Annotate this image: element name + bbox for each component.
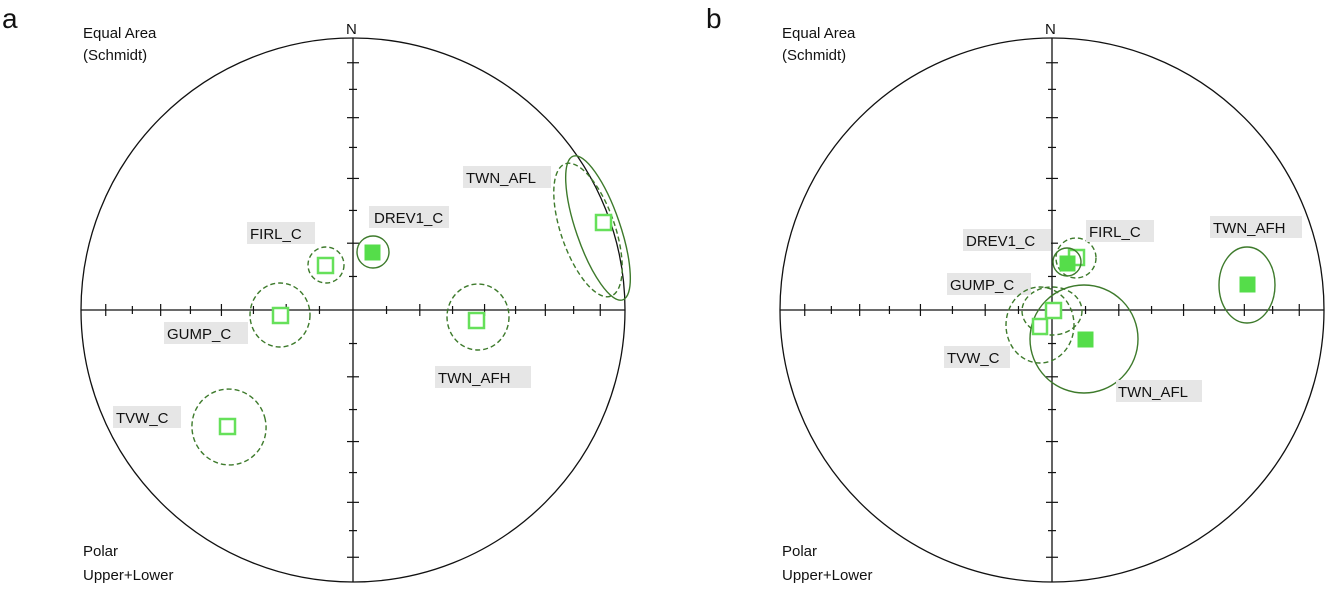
panel-b: b Equal Area (Schmidt) N Polar Upper+Low… xyxy=(706,3,1325,584)
site-cone-dashed xyxy=(307,246,345,284)
panel-b-site-drev1-c: DREV1_C xyxy=(963,229,1082,277)
site-cone-solid xyxy=(356,235,390,269)
site-mean-marker xyxy=(1239,276,1256,293)
site-label-background xyxy=(463,166,551,188)
site-mean-marker xyxy=(467,311,486,330)
site-label: TWN_AFL xyxy=(1118,384,1188,401)
site-label: TWN_AFL xyxy=(466,170,536,187)
site-cone-dashed xyxy=(1005,286,1075,364)
site-label: TVW_C xyxy=(947,350,1000,367)
site-mean-marker xyxy=(218,417,237,436)
panel-a-hemisphere-label: Upper+Lower xyxy=(83,567,173,584)
panel-b-site-gump-c: GUMP_C xyxy=(947,273,1083,336)
site-mean-marker xyxy=(594,213,613,232)
site-label-background xyxy=(963,229,1051,251)
site-label-background xyxy=(947,273,1031,295)
panel-a-polar-label: Polar xyxy=(83,543,118,560)
panel-b-north-label: N xyxy=(1045,21,1056,38)
site-mean-marker xyxy=(1031,317,1049,336)
site-label-background xyxy=(1116,380,1202,402)
site-label: DREV1_C xyxy=(374,210,443,227)
panel-b-projection-subtitle: (Schmidt) xyxy=(782,47,846,64)
panel-b-site-twn-afl: TWN_AFL xyxy=(1029,284,1202,402)
site-mean-marker xyxy=(1059,255,1076,272)
site-mean-marker xyxy=(364,244,381,261)
panel-a-north-label: N xyxy=(346,21,357,38)
panel-b-polar-label: Polar xyxy=(782,543,817,560)
panel-b-site-tvw-c: TVW_C xyxy=(944,286,1075,368)
site-mean-marker xyxy=(316,256,335,275)
panel-b-tick-marks xyxy=(804,62,1300,558)
site-mean-marker xyxy=(1077,331,1094,348)
panel-a-site-twn-afl: TWN_AFL xyxy=(463,155,632,301)
site-cone-dashed xyxy=(1055,237,1097,279)
site-cone-solid xyxy=(1029,284,1139,394)
site-label: FIRL_C xyxy=(1089,224,1141,241)
site-mean-marker xyxy=(1044,301,1063,320)
site-cone-dashed xyxy=(249,282,311,348)
site-label: FIRL_C xyxy=(250,226,302,243)
panel-b-letter: b xyxy=(706,3,722,34)
site-label-background xyxy=(435,366,531,388)
panel-a-site-gump-c: GUMP_C xyxy=(164,282,311,348)
site-cone-dashed xyxy=(446,283,510,351)
site-label-background xyxy=(164,322,248,344)
site-mean-marker xyxy=(271,306,290,325)
site-cone-dashed xyxy=(1021,286,1083,336)
site-label-background xyxy=(1210,216,1302,238)
panel-a-site-drev1-c: DREV1_C xyxy=(356,206,449,269)
site-cone-dashed xyxy=(191,388,267,466)
site-cone-dashed xyxy=(553,162,623,298)
panel-b-projection-title: Equal Area xyxy=(782,25,856,42)
site-label-background xyxy=(247,222,315,244)
panel-a-tick-marks xyxy=(105,62,601,558)
site-label: GUMP_C xyxy=(167,326,231,343)
panel-a: a Equal Area (Schmidt) N Polar Upper+Low… xyxy=(2,3,632,584)
panel-b-site-twn-afh: TWN_AFH xyxy=(1210,216,1302,324)
site-label-background xyxy=(113,406,181,428)
panel-a-projection-subtitle: (Schmidt) xyxy=(83,47,147,64)
site-cone-solid xyxy=(564,155,632,301)
site-label: TVW_C xyxy=(116,410,169,427)
panel-b-hemisphere-label: Upper+Lower xyxy=(782,567,872,584)
site-label-background xyxy=(369,206,449,228)
panel-a-letter: a xyxy=(2,3,18,34)
site-cone-solid xyxy=(1052,247,1082,277)
site-label-background xyxy=(944,346,1010,368)
site-label: TWN_AFH xyxy=(1213,220,1286,237)
panel-a-projection-title: Equal Area xyxy=(83,25,157,42)
site-label-background xyxy=(1086,220,1154,242)
site-cone-solid xyxy=(1218,246,1276,324)
site-label: DREV1_C xyxy=(966,233,1035,250)
panel-a-site-tvw-c: TVW_C xyxy=(113,388,267,466)
panel-a-site-twn-afh: TWN_AFH xyxy=(435,283,531,388)
site-label: TWN_AFH xyxy=(438,370,511,387)
panel-a-site-firl-c: FIRL_C xyxy=(247,222,345,284)
site-label: GUMP_C xyxy=(950,277,1014,294)
